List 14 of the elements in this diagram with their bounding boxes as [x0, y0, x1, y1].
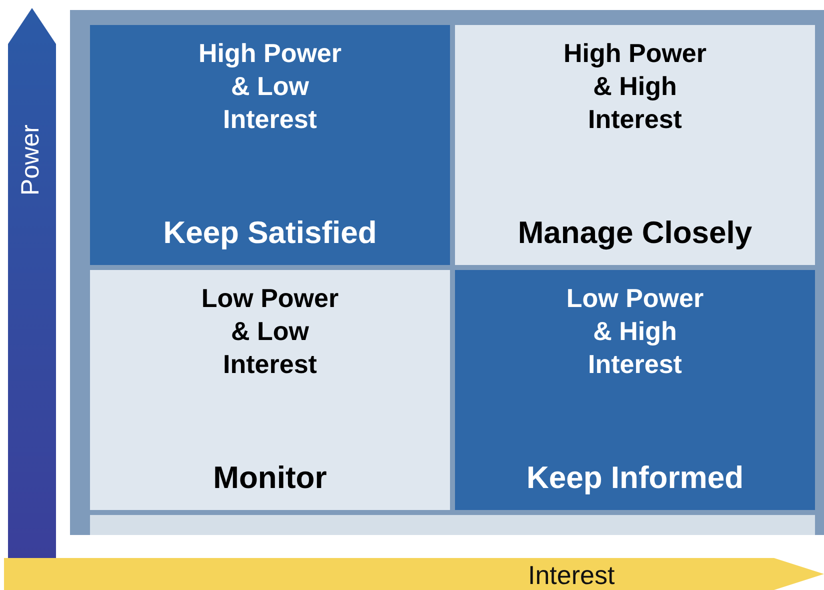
quadrant-heading: High Power & High Interest: [562, 37, 708, 136]
quadrant-cell: [90, 270, 450, 510]
quadrant-heading: Low Power & Low Interest: [200, 282, 340, 381]
quadrant-cell: [455, 270, 815, 510]
axis-label: Power: [16, 124, 46, 196]
strategy-label: Manage Closely: [518, 215, 752, 251]
axis-label: Interest: [528, 560, 615, 590]
quadrant-heading: Low Power & High Interest: [565, 282, 705, 381]
strategy-label: Monitor: [213, 460, 327, 496]
strategy-label: Keep Satisfied: [163, 215, 377, 251]
strategy-label: Keep Informed: [526, 460, 744, 496]
quadrant-cell: [455, 25, 815, 265]
quadrant-heading: High Power & Low Interest: [197, 37, 342, 136]
quadrant-cell: [90, 25, 450, 265]
